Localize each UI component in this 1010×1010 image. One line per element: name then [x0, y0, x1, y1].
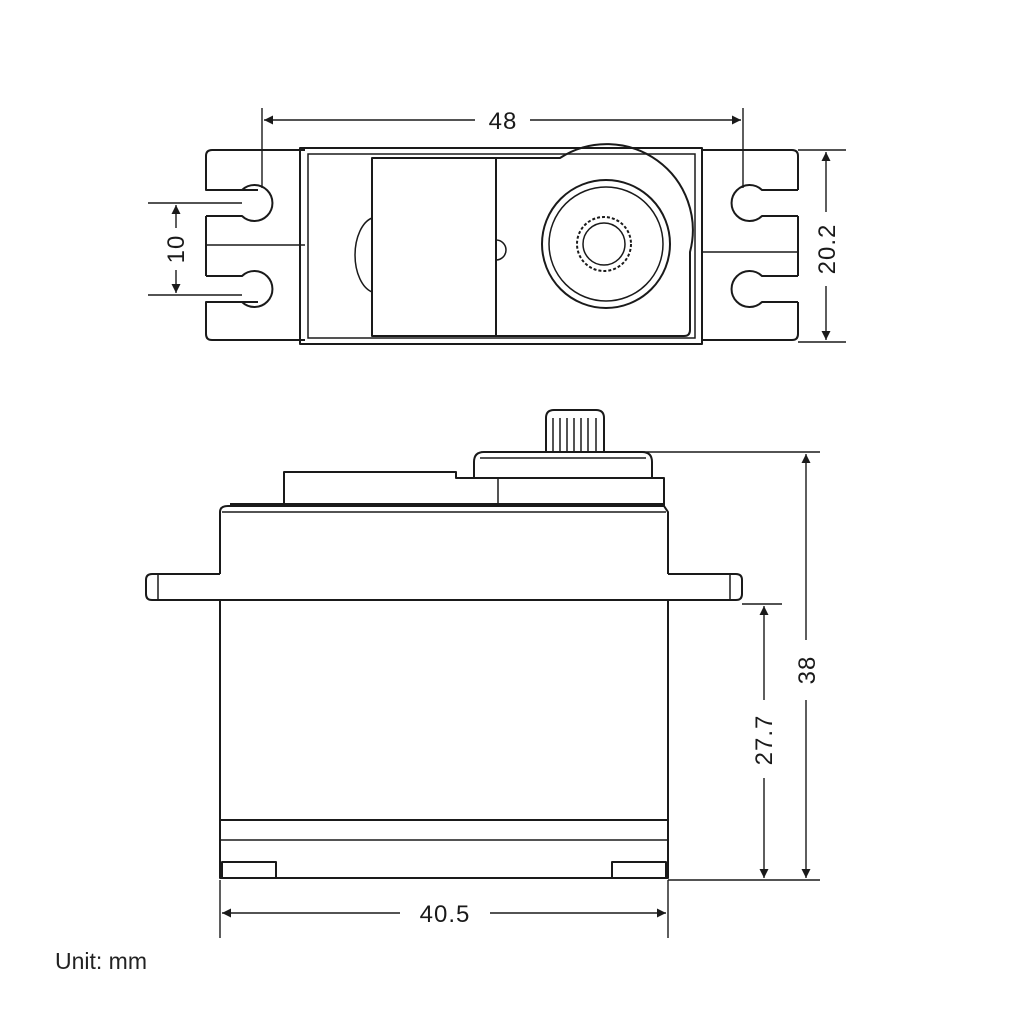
body-width-dimension-label: 40.5 [420, 901, 471, 928]
output-gear-outer [541, 179, 671, 309]
side-foot-left [221, 861, 277, 878]
right-lower-slot [730, 270, 798, 308]
output-spline-core [582, 222, 626, 266]
output-spline-icon [576, 216, 632, 272]
body-height-dimension-label: 27.7 [751, 715, 778, 766]
side-mounting-flange [145, 573, 743, 601]
side-gear-housing [473, 451, 653, 478]
output-gear-ring [548, 186, 664, 302]
gear-housing [496, 143, 694, 337]
cover-notch [495, 239, 507, 261]
top-view: 48 10 20.2 [148, 108, 846, 345]
left-upper-slot [206, 184, 274, 222]
hole-spacing-dimension-label: 10 [163, 235, 190, 264]
left-mounting-tab [205, 149, 305, 341]
top-body-outer [299, 147, 703, 345]
total-height-dimension-label: 38 [794, 656, 821, 685]
right-upper-slot [730, 184, 798, 222]
side-lower-body [219, 600, 669, 879]
side-view: 38 27.7 40.5 [145, 409, 821, 938]
width-dimension-label: 48 [489, 108, 518, 135]
left-lower-slot [206, 270, 274, 308]
left-bump [354, 217, 373, 293]
height-dimension-label: 20.2 [814, 224, 841, 275]
side-upper-body [219, 505, 669, 574]
right-mounting-tab [702, 149, 799, 341]
unit-label: Unit: mm [55, 948, 147, 974]
side-top-cover [283, 471, 665, 506]
side-output-spline [545, 409, 605, 452]
top-cover-panel [371, 157, 497, 337]
top-body-inner [307, 153, 696, 339]
side-foot-right [611, 861, 667, 878]
